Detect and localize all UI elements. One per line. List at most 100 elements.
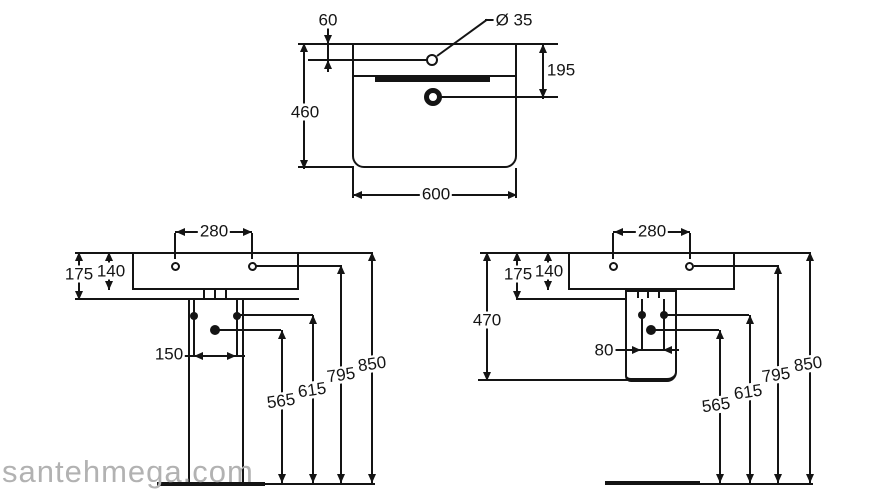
dim-extension-470-bottom [478,379,628,381]
dim-line-150 [184,355,245,357]
dim-arrow [278,330,286,339]
drain-hole [424,88,442,106]
dim-arrow [368,474,376,483]
side-apron-line [516,298,626,300]
fixing-hole-left [609,262,618,271]
dim-arrow [75,252,83,261]
dim-arrow [105,281,113,290]
plan-bottom-extension [298,166,354,168]
dim-label-140: 140 [532,261,566,281]
dim-arrow [513,291,521,300]
bolt-slot-left [641,299,643,351]
dim-label-140: 140 [94,261,128,281]
bolt-slot-right [236,299,238,357]
dim-arrow [483,372,491,381]
notch-line [658,290,660,298]
dim-extension [667,314,749,316]
drain-outlet-point [646,325,656,335]
dim-label-175: 175 [62,264,96,284]
floor-line-thin [265,483,375,485]
dim-label-280: 280 [197,221,231,241]
dim-label-565: 565 [263,389,299,413]
dim-extension [694,265,777,267]
dim-label-615: 615 [294,378,330,402]
fixing-bolt-right [660,311,668,319]
fixing-bolt-right [233,312,241,320]
dim-arrow [227,352,236,360]
notch-line [647,290,649,298]
dim-label-150: 150 [152,344,186,364]
siphon-shroud [625,290,677,382]
bolt-slot-left [193,299,195,357]
dim-extension [612,233,614,259]
dim-arrow [513,252,521,261]
dim-extension [515,168,517,198]
dim-extension [219,329,281,331]
dim-arrow [194,352,203,360]
dim-arrow [324,35,332,44]
front-apron-line [75,298,299,300]
dim-arrow [309,474,317,483]
fixing-hole-left [171,262,180,271]
dim-arrow [806,474,814,483]
plan-overflow-slot [375,77,490,82]
dim-extension [689,233,691,259]
dim-label-80: 80 [592,340,616,360]
dim-label-195: 195 [544,60,578,80]
dim-arrow [544,281,552,290]
dim-arrow [243,228,252,236]
dim-arrow [324,60,332,69]
plan-bowl-back-line [354,75,515,77]
dim-arrow [508,191,517,199]
drain-outlet-point [210,325,220,335]
dim-arrow [337,474,345,483]
dim-label-850: 850 [354,352,390,376]
watermark: santehmega.com [2,454,254,489]
dim-label-460: 460 [288,102,322,122]
dim-arrow [483,252,491,261]
dim-arrow [278,474,286,483]
dim-arrow [614,228,623,236]
dim-arrow [632,346,641,354]
dim-arrow [105,252,113,261]
dim-arrow [544,252,552,261]
dim-label-795: 795 [758,363,794,387]
dim-label-470: 470 [470,310,504,330]
dim-extension [174,233,176,259]
dim-arrow [539,89,547,98]
dim-arrow [176,228,185,236]
side-basin-body [568,252,735,290]
dim-label-795: 795 [323,363,359,387]
taphole-leader-tick [485,19,495,21]
notch-line [214,290,216,299]
dim-arrow [353,191,362,199]
notch-line [637,290,639,298]
dim-arrow [300,160,308,169]
notch-line [203,290,205,299]
dim-arrow [663,346,672,354]
dim-label-600: 600 [419,184,453,204]
fixing-bolt-left [190,312,198,320]
pedestal-right-edge [242,299,244,485]
fixing-hole-right [685,262,694,271]
dim-label-60: 60 [316,10,340,30]
dim-arrow [681,228,690,236]
bolt-slot-right [663,299,665,351]
dim-extension [240,314,313,316]
dim-arrow [716,330,724,339]
dim-label-175: 175 [501,264,535,284]
floor-line-thick [605,481,700,485]
floor-line-thick [157,482,265,486]
dim-extension [352,168,354,198]
dim-line-80 [613,349,679,351]
dim-label-565: 565 [698,393,734,417]
dim-arrow [716,474,724,483]
dim-arrow [806,252,814,261]
dim-arrow [75,291,83,300]
dim-arrow [774,474,782,483]
dim-arrow [368,252,376,261]
dim-arrow [309,315,317,324]
floor-line-thin [700,483,813,485]
dim-arrow [337,265,345,274]
